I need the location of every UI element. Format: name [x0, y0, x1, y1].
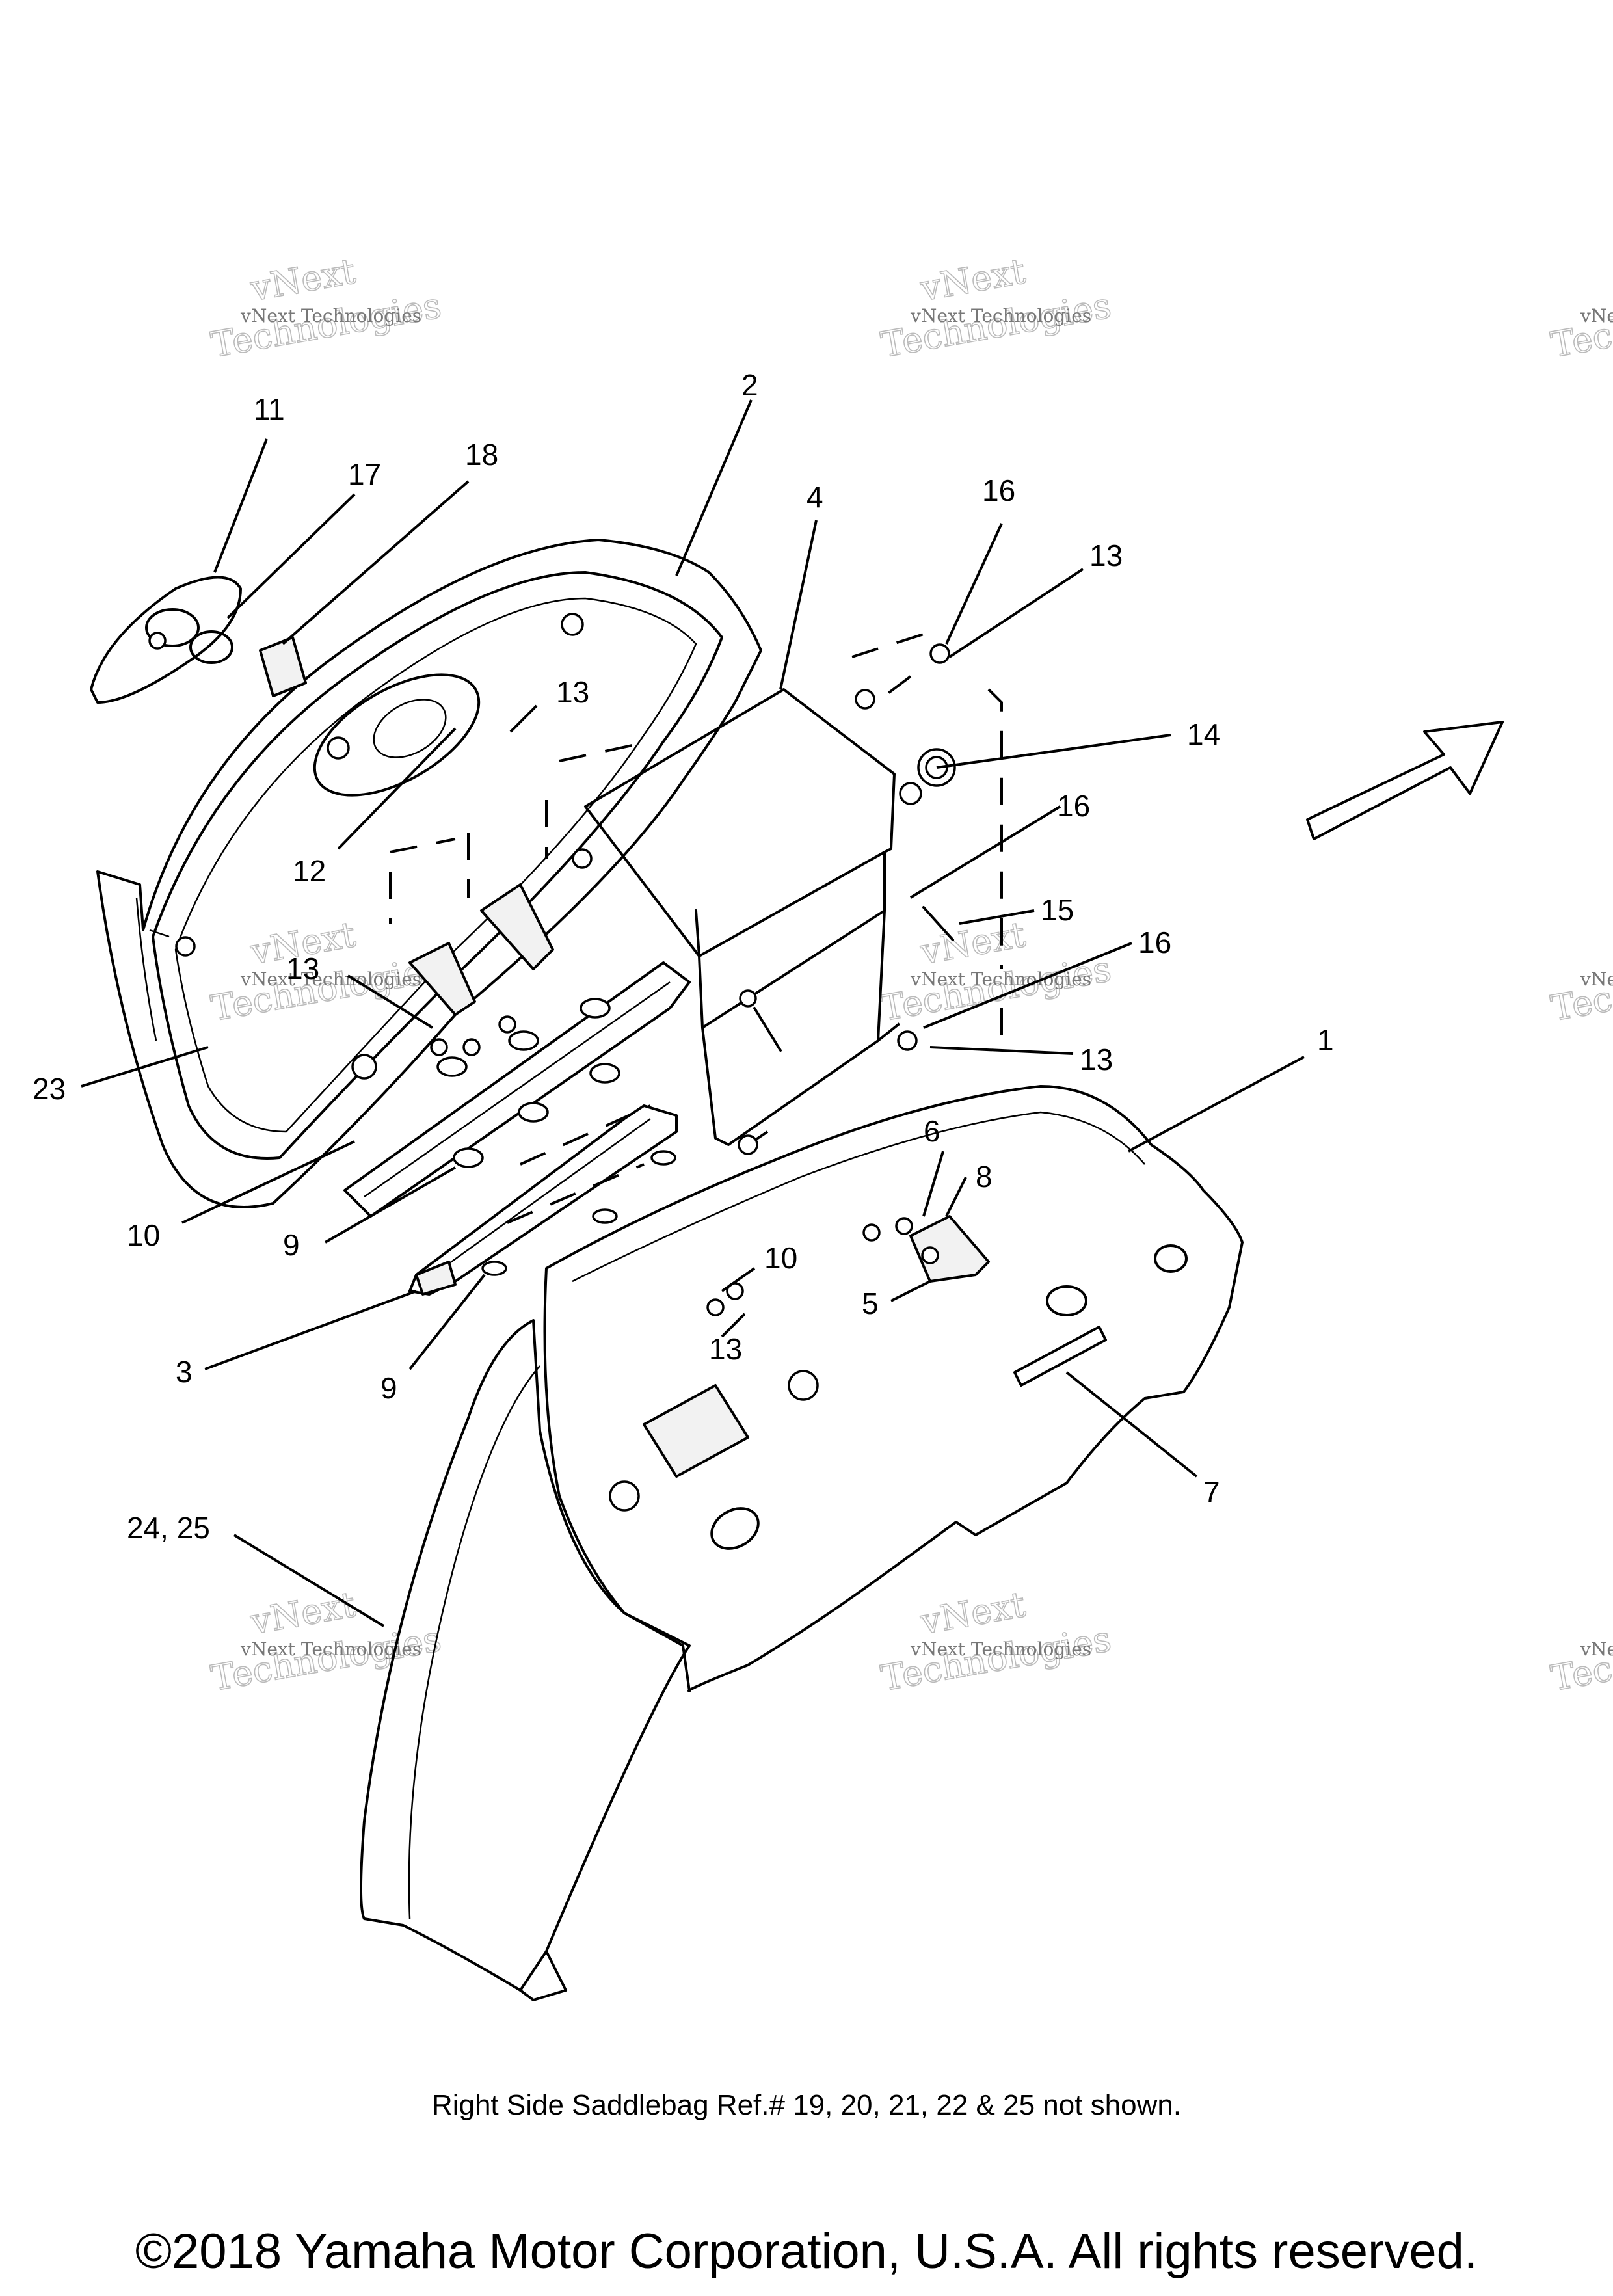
callout-13: 13: [1089, 539, 1123, 572]
saddlebag-body: [360, 1085, 1244, 2001]
callout-10: 10: [127, 1218, 160, 1252]
callout-24-25: 24, 25: [127, 1511, 210, 1545]
watermark: Technologies vNext Technologies vNext: [207, 250, 445, 366]
callout-6: 6: [924, 1114, 940, 1148]
callout-9: 9: [283, 1228, 300, 1262]
svg-text:vNext: vNext: [247, 250, 359, 309]
watermark-edge: Technologies vNext Technologies: [1547, 948, 1613, 1030]
diagram-note: Right Side Saddlebag Ref.# 19, 20, 21, 2…: [431, 2089, 1182, 2121]
svg-text:vNext Technologies: vNext Technologies: [240, 968, 421, 990]
svg-text:vNext: vNext: [917, 250, 1029, 309]
callout-10: 10: [764, 1241, 797, 1275]
callout-8: 8: [976, 1160, 993, 1194]
watermark-edge: Technologies vNext Technologies: [1547, 1618, 1613, 1700]
svg-text:vNext: vNext: [917, 1584, 1029, 1642]
watermark: Technologies vNext Technologies vNext: [877, 1583, 1115, 1700]
callout-1: 1: [1317, 1023, 1334, 1057]
callout-4: 4: [806, 480, 823, 514]
copyright-notice: ©2018 Yamaha Motor Corporation, U.S.A. A…: [135, 2224, 1478, 2279]
callout-13: 13: [556, 675, 589, 709]
leader-lines: [81, 399, 1305, 1627]
callout-17: 17: [348, 457, 381, 491]
callout-12: 12: [293, 854, 326, 888]
inner-liner-box: [389, 633, 1003, 1146]
svg-text:vNext Technologies: vNext Technologies: [1580, 1638, 1613, 1660]
callout-18: 18: [465, 438, 498, 472]
callout-5: 5: [862, 1287, 879, 1320]
callout-15: 15: [1041, 893, 1074, 927]
watermark: Technologies vNext Technologies vNext: [877, 913, 1115, 1030]
svg-text:vNext Technologies: vNext Technologies: [240, 1638, 421, 1660]
callout-23: 23: [33, 1072, 66, 1106]
svg-text:vNext Technologies: vNext Technologies: [910, 305, 1091, 327]
watermark: Technologies vNext Technologies vNext: [877, 250, 1115, 366]
callout-13: 13: [709, 1332, 742, 1366]
callout-14: 14: [1187, 717, 1220, 751]
callout-labels: 11 17 18 2 4 16 13 13 14 16 15 16 12 13 …: [33, 368, 1334, 1545]
watermark-edge: Technologies vNext Technologies: [1547, 284, 1613, 366]
callout-3: 3: [176, 1355, 193, 1389]
callout-9: 9: [380, 1371, 397, 1405]
svg-text:vNext Technologies: vNext Technologies: [1580, 305, 1613, 327]
front-direction-arrow: [1306, 721, 1504, 840]
svg-text:vNext: vNext: [917, 914, 1029, 972]
callout-16: 16: [1138, 926, 1171, 959]
callout-7: 7: [1203, 1475, 1220, 1509]
svg-text:vNext Technologies: vNext Technologies: [240, 305, 421, 327]
callout-11: 11: [254, 392, 285, 426]
watermark: Technologies vNext Technologies vNext: [207, 1583, 445, 1700]
lid-lock-assembly: [90, 576, 307, 704]
fasteners: [430, 643, 956, 1316]
callout-2: 2: [741, 368, 758, 402]
callout-16: 16: [982, 474, 1015, 507]
callout-13: 13: [1080, 1043, 1113, 1076]
callout-13: 13: [286, 952, 319, 985]
svg-text:vNext: vNext: [247, 1584, 359, 1642]
callout-16: 16: [1057, 789, 1090, 823]
svg-text:vNext Technologies: vNext Technologies: [910, 1638, 1091, 1660]
hinge-assembly: [343, 961, 691, 1296]
svg-text:vNext Technologies: vNext Technologies: [1580, 968, 1613, 990]
saddlebag-lid: [96, 539, 762, 1208]
